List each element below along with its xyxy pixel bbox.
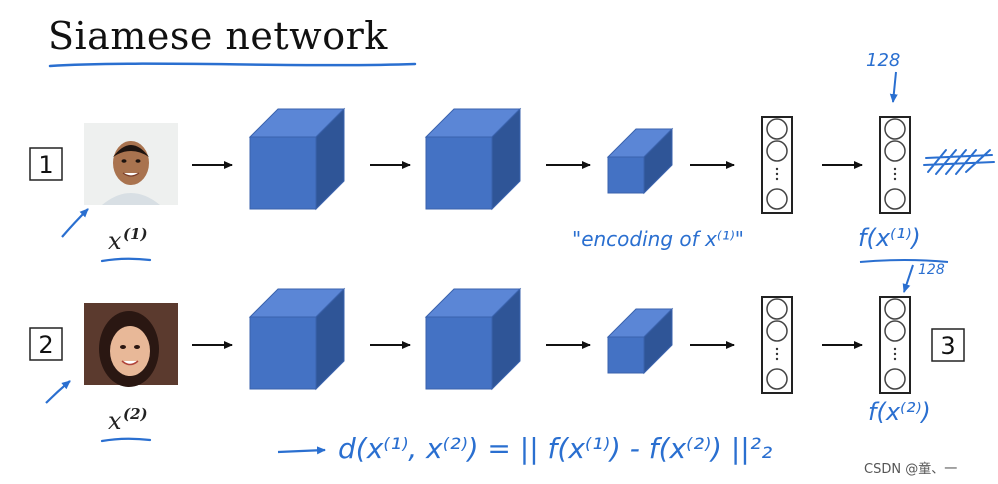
row1-face-photo-man-shirt xyxy=(102,193,160,205)
dim-top-label: 128 xyxy=(866,50,900,71)
row1-fc-layer-dot-1 xyxy=(775,172,779,176)
f2-annotation: f(x⁽²⁾) xyxy=(868,398,931,426)
row1-conv-block-3-front xyxy=(607,156,645,194)
row2-fc-layer xyxy=(761,296,793,394)
row2-var-sup: (2) xyxy=(123,405,148,423)
row2-conv-block-1 xyxy=(248,287,346,391)
row1-conv-block-2-front xyxy=(425,136,493,210)
row2-fc-layer-dot-2 xyxy=(775,357,779,361)
row1-encoding-vector-dot-0 xyxy=(893,167,897,171)
row2-encoding-vector-unit-last xyxy=(884,368,906,390)
output-label-box-text: 3 xyxy=(940,332,955,360)
row1-pointer-arrow xyxy=(61,208,89,238)
row2-encoding-vector-unit-0 xyxy=(884,298,906,320)
row1-encoding-vector-dot-2 xyxy=(893,177,897,181)
row1-encoding-vector-unit-last xyxy=(884,188,906,210)
f1-annotation: f(x⁽¹⁾) xyxy=(858,224,921,252)
row2-fc-layer-unit-last xyxy=(766,368,788,390)
row1-input-label-box xyxy=(29,147,63,181)
row1-fc-layer-dot-0 xyxy=(775,167,779,171)
row2-fc-layer-unit-1 xyxy=(766,320,788,342)
row1-input-label-box-text: 1 xyxy=(38,151,53,179)
watermark: CSDN @童、一 xyxy=(864,462,958,477)
row2-face-photo-woman-smile xyxy=(121,360,139,366)
row1-fc-layer-unit-last xyxy=(766,188,788,210)
row2-conv-block-1-front xyxy=(249,316,317,390)
row2-encoding-vector-dot-1 xyxy=(893,352,897,356)
row1-fc-layer-dot-2 xyxy=(775,177,779,181)
row1-var-label: x xyxy=(108,227,122,255)
row1-conv-block-1-front xyxy=(249,136,317,210)
row1-fc-layer-unit-1 xyxy=(766,140,788,162)
row1-face-photo-man xyxy=(84,123,178,205)
row1-encoding-vector-unit-0 xyxy=(884,118,906,140)
row1-conv-block-2 xyxy=(424,107,522,211)
title-underline xyxy=(48,62,417,68)
f1-underline xyxy=(859,259,949,263)
row2-var-underline xyxy=(100,437,152,443)
row2-encoding-vector-dot-2 xyxy=(893,357,897,361)
row2-face-photo-woman xyxy=(84,303,178,387)
row2-fc-layer-unit-0 xyxy=(766,298,788,320)
row1-fc-layer xyxy=(761,116,793,214)
row2-conv-block-3-front xyxy=(607,336,645,374)
page-title: Siamese network xyxy=(48,14,388,58)
row2-var-label: x xyxy=(108,407,122,435)
row1-face-photo-man-hair xyxy=(113,145,149,157)
row1-face-photo-man-eye-l xyxy=(121,159,127,163)
output-label-box xyxy=(931,328,965,362)
hatch-scribble xyxy=(923,149,995,175)
row2-input-label-box xyxy=(29,327,63,361)
distance-formula: d(x⁽¹⁾, x⁽²⁾) = || f(x⁽¹⁾) - f(x⁽²⁾) ||²… xyxy=(338,432,772,465)
row1-conv-block-1 xyxy=(248,107,346,211)
dim-top-arrow xyxy=(889,71,898,103)
row2-fc-layer-dot-1 xyxy=(775,352,779,356)
dim-bottom-arrow xyxy=(902,264,914,293)
row2-input-label-box-text: 2 xyxy=(38,331,53,359)
row2-conv-block-3 xyxy=(606,307,674,375)
encoding-annotation: "encoding of x⁽¹⁾" xyxy=(572,227,744,251)
row2-face-photo-woman-skin xyxy=(110,326,150,376)
row2-encoding-vector xyxy=(879,296,911,394)
row1-var-sup: (1) xyxy=(123,225,148,243)
row1-encoding-vector xyxy=(879,116,911,214)
row2-encoding-vector-dot-0 xyxy=(893,347,897,351)
row2-face-photo-woman-eye-r xyxy=(134,345,140,349)
row1-encoding-vector-unit-1 xyxy=(884,140,906,162)
row2-conv-block-2 xyxy=(424,287,522,391)
row1-encoding-vector-dot-1 xyxy=(893,172,897,176)
row2-face-photo-woman-eye-l xyxy=(120,345,126,349)
row1-conv-block-3 xyxy=(606,127,674,195)
row1-var-underline xyxy=(100,257,152,263)
row2-pointer-arrow xyxy=(45,380,71,404)
row2-fc-layer-dot-0 xyxy=(775,347,779,351)
row1-fc-layer-unit-0 xyxy=(766,118,788,140)
row2-encoding-vector-unit-1 xyxy=(884,320,906,342)
row1-face-photo-man-eye-r xyxy=(135,159,141,163)
distance-lead-arrow xyxy=(277,446,326,455)
dim-bottom-label: 128 xyxy=(918,262,945,278)
row1-face-photo-man-smile xyxy=(122,172,140,177)
row2-conv-block-2-front xyxy=(425,316,493,390)
